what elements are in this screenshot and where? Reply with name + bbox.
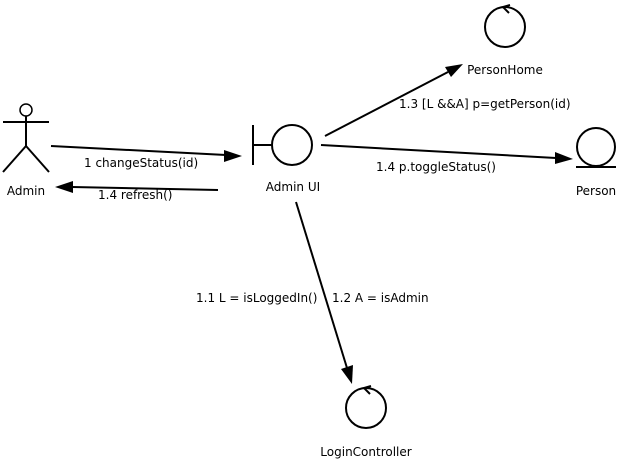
admin-actor[interactable]: Admin [2, 103, 50, 198]
control-circle [484, 6, 526, 48]
message-label-admin: 1.2 A = isAdmin [332, 291, 429, 305]
person-label: Person [576, 184, 616, 198]
admin-actor-right-leg [25, 145, 50, 173]
person-home-control[interactable]: PersonHome [467, 4, 543, 77]
admin-ui-boundary[interactable]: Admin UI [252, 124, 320, 194]
message-refresh[interactable]: 1.4 refresh() [55, 181, 219, 202]
link-line [320, 144, 557, 159]
control-arrowhead [501, 4, 511, 14]
arrowhead [341, 365, 353, 384]
link-line [50, 145, 227, 156]
link-line [324, 71, 449, 137]
link-line [71, 186, 219, 191]
person-entity[interactable]: Person [576, 127, 616, 198]
admin-ui-label: Admin UI [266, 180, 320, 194]
arrowhead [55, 181, 73, 193]
message-login-check[interactable]: 1.1 L = isLoggedIn() 1.2 A = isAdmin [196, 201, 429, 384]
message-toggle-status[interactable]: 1.4 p.toggleStatus() [320, 144, 573, 174]
control-circle [345, 387, 387, 429]
arrowhead [555, 152, 573, 164]
login-controller-label: LoginController [320, 445, 411, 459]
admin-actor-head [19, 103, 33, 117]
arrowhead [224, 150, 242, 162]
boundary-circle [271, 124, 313, 166]
admin-actor-label: Admin [7, 184, 45, 198]
message-label: 1.4 p.toggleStatus() [376, 160, 496, 174]
message-label: 1.3 [L &&A] p=getPerson(id) [399, 97, 571, 111]
link-line [295, 201, 348, 369]
message-label-login: 1.1 L = isLoggedIn() [196, 291, 317, 305]
person-home-label: PersonHome [467, 63, 543, 77]
message-label: 1 changeStatus(id) [84, 156, 198, 170]
message-change-status[interactable]: 1 changeStatus(id) [50, 145, 242, 170]
message-label: 1.4 refresh() [98, 188, 172, 202]
control-arrowhead [362, 385, 372, 395]
arrowhead [445, 64, 463, 77]
login-controller-control[interactable]: LoginController [320, 385, 412, 459]
entity-circle [576, 127, 616, 167]
admin-actor-left-leg [2, 145, 27, 173]
message-get-person[interactable]: 1.3 [L &&A] p=getPerson(id) [324, 64, 571, 137]
